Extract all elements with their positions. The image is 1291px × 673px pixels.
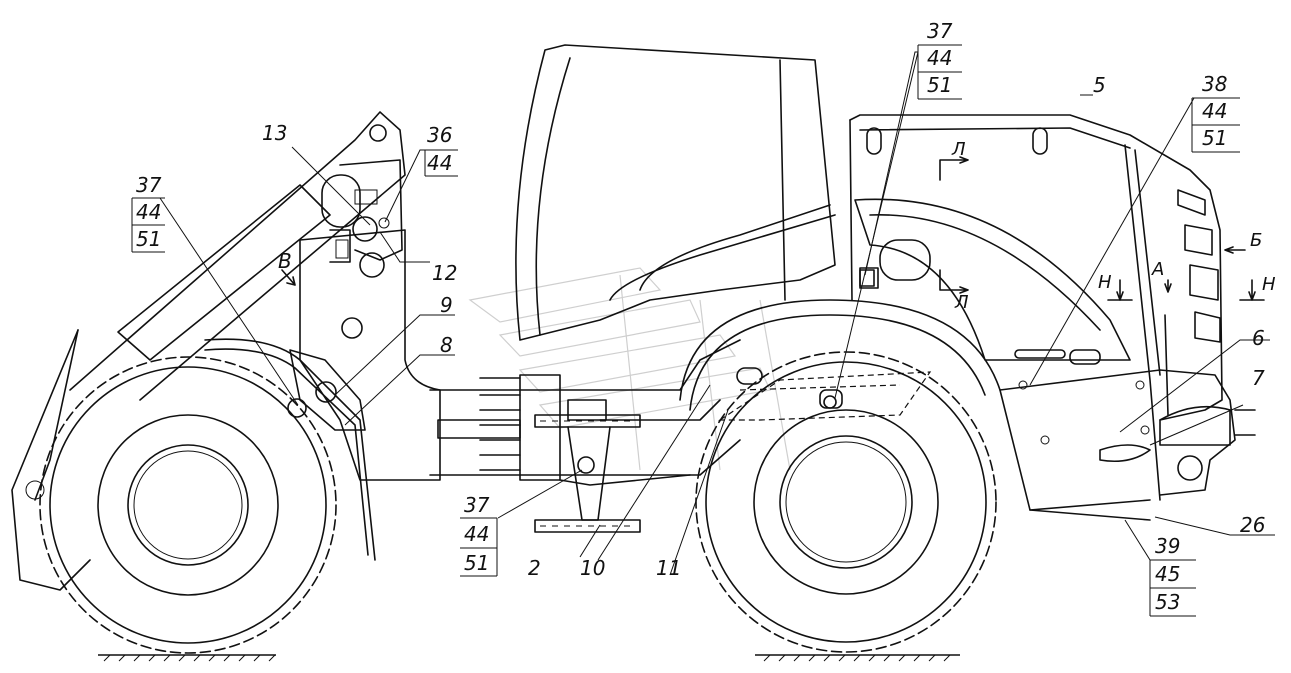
view-label-b: Б [1250, 230, 1262, 251]
stacked-callouts: 36 44 37 44 51 37 44 51 38 44 51 37 44 5… [136, 19, 1227, 614]
callout-12: 12 [432, 261, 457, 285]
callout-13: 13 [262, 121, 287, 145]
hidden-contours [718, 269, 932, 421]
stack-39-3: 53 [1155, 590, 1180, 614]
stack-37-top-3: 51 [927, 73, 952, 97]
callout-7: 7 [1252, 366, 1265, 390]
view-label-l-bottom: Л [954, 292, 969, 313]
stack-37-left-3: 51 [136, 227, 161, 251]
stack-37-top-2: 44 [927, 46, 952, 70]
leader-lines [159, 51, 1275, 576]
callout-labels: 13 12 9 8 2 10 11 5 6 7 26 В Л Л А Н Н Б [262, 73, 1276, 580]
stack-37-top-1: 37 [927, 19, 953, 43]
stack-36-bottom: 44 [427, 151, 452, 175]
rear-fender [679, 299, 1256, 521]
stack-37-bottom-2: 44 [464, 522, 489, 546]
bucket [11, 329, 91, 591]
rear-wheel [695, 351, 997, 653]
stack-separators [131, 44, 1240, 617]
callout-9: 9 [440, 293, 453, 317]
view-label-v: В [278, 249, 292, 273]
stack-38-3: 51 [1202, 126, 1227, 150]
stack-37-left-2: 44 [136, 200, 161, 224]
middle-frame [429, 339, 741, 486]
stack-36-top: 36 [427, 123, 452, 147]
callout-11: 11 [656, 556, 681, 580]
ground-lines [98, 654, 960, 662]
view-arrows [281, 156, 1265, 301]
callout-8: 8 [440, 333, 453, 357]
stack-39-1: 39 [1155, 534, 1180, 558]
stack-37-bottom-3: 51 [464, 551, 489, 575]
stack-38-1: 38 [1202, 72, 1227, 96]
stack-37-bottom-1: 37 [464, 493, 490, 517]
stack-38-2: 44 [1202, 99, 1227, 123]
engine-hood [849, 114, 1223, 501]
view-label-l-top: Л [951, 139, 966, 160]
view-label-a: А [1151, 259, 1164, 280]
front-wheel [39, 356, 337, 654]
callout-6: 6 [1252, 326, 1265, 350]
lift-arm [69, 111, 406, 401]
view-label-n-right: Н [1262, 274, 1276, 295]
stack-39-2: 45 [1155, 562, 1180, 586]
callout-10: 10 [580, 556, 605, 580]
callout-2: 2 [528, 556, 541, 580]
callout-26: 26 [1240, 513, 1265, 537]
cab [515, 44, 836, 341]
front-frame [204, 229, 441, 561]
stack-37-left-1: 37 [136, 173, 162, 197]
view-label-n-left: Н [1098, 272, 1112, 293]
callout-5: 5 [1093, 73, 1106, 97]
